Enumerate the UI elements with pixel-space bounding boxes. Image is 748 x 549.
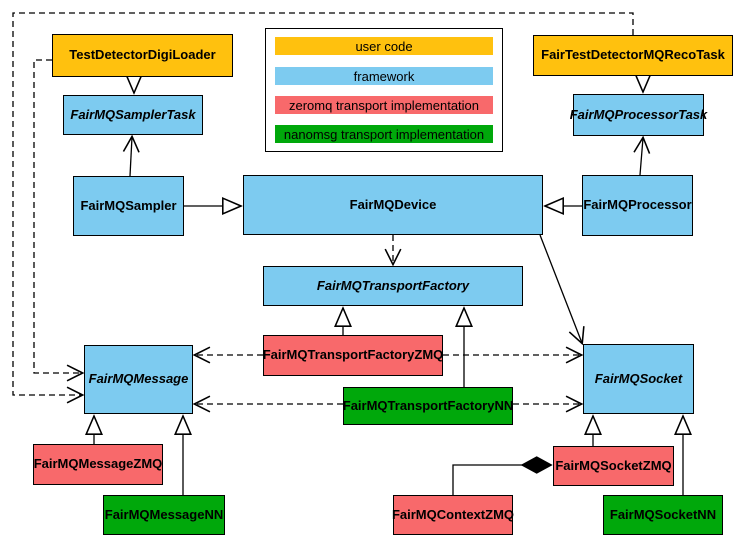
- edge-contextzmq-socketzmq: [452, 465, 551, 495]
- legend-item-user-code: user code: [275, 37, 493, 55]
- edge-recotask-message: [12, 12, 634, 395]
- node-fairmqmessagenn: FairMQMessageNN: [103, 495, 225, 535]
- node-fairmqmessage: FairMQMessage: [84, 345, 193, 414]
- edge-sampler-samplertask: [130, 137, 132, 177]
- node-fairmqdevice: FairMQDevice: [243, 175, 543, 235]
- edge-device-socket: [539, 234, 582, 343]
- node-fairmqsocketnn: FairMQSocketNN: [603, 495, 723, 535]
- node-fairmqsocket: FairMQSocket: [583, 344, 694, 414]
- legend-item-framework: framework: [275, 67, 493, 85]
- edge-digiloader-message: [33, 59, 82, 373]
- legend: user code framework zeromq transport imp…: [265, 28, 503, 152]
- node-fairmqmessagezmq: FairMQMessageZMQ: [33, 444, 163, 485]
- node-fairmqcontextzmq: FairMQContextZMQ: [392, 495, 514, 535]
- edge-processor-processortask: [640, 138, 643, 176]
- legend-item-nanomsg: nanomsg transport implementation: [275, 125, 493, 143]
- node-fairmqprocessortask: FairMQProcessorTask: [570, 94, 707, 136]
- node-fairmqtransportfactoryzmq: FairMQTransportFactoryZMQ: [263, 335, 443, 376]
- node-fairmqsamplertask: FairMQSamplerTask: [63, 95, 203, 135]
- node-fairtestdetectormqrecotask: FairTestDetectorMQRecoTask: [533, 35, 733, 76]
- legend-item-zeromq: zeromq transport implementation: [275, 96, 493, 114]
- node-testdetectordigiloader: TestDetectorDigiLoader: [52, 34, 233, 77]
- node-fairmqtransportfactory: FairMQTransportFactory: [263, 266, 523, 306]
- node-fairmqprocessor: FairMQProcessor: [582, 175, 693, 236]
- node-fairmqtransportfactorynn: FairMQTransportFactoryNN: [343, 387, 513, 425]
- node-fairmqsampler: FairMQSampler: [73, 176, 184, 236]
- node-fairmqsocketzmq: FairMQSocketZMQ: [553, 446, 674, 486]
